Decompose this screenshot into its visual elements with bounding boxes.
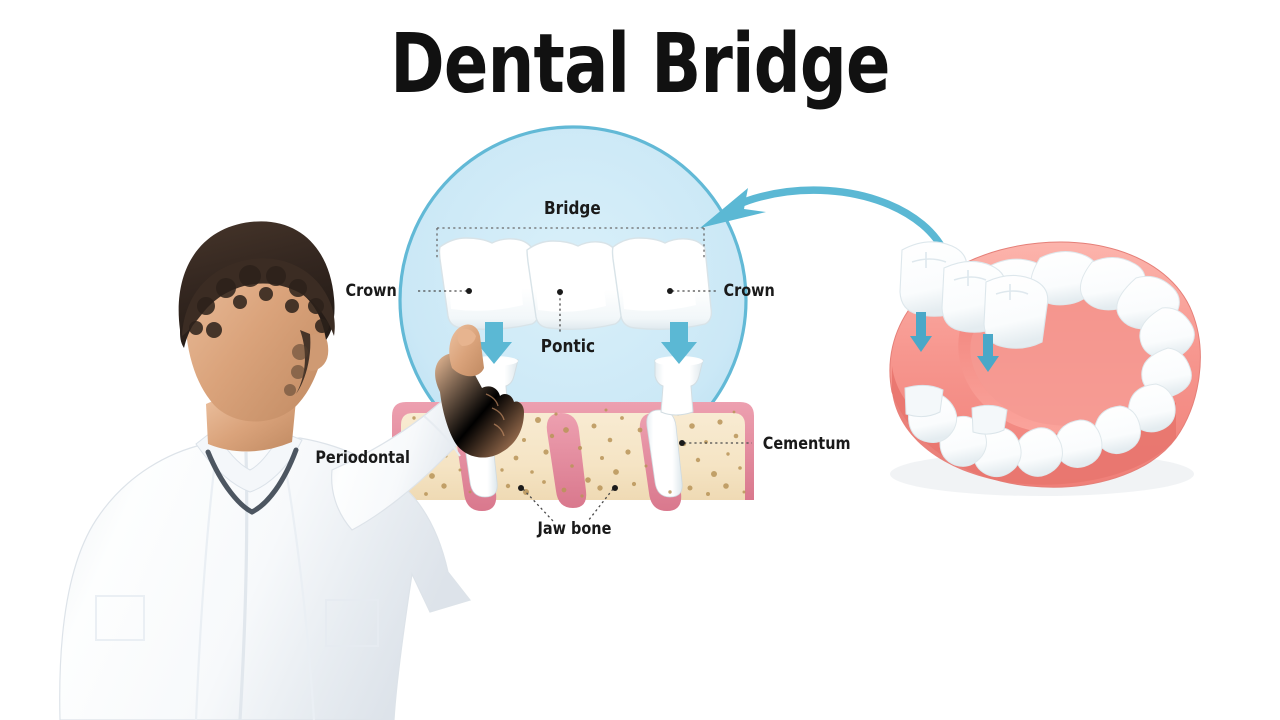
abutment-teeth bbox=[469, 356, 704, 416]
hair bbox=[178, 221, 335, 348]
curved-arrow-icon bbox=[700, 186, 952, 265]
label-pontic: Pontic bbox=[540, 336, 596, 357]
label-crown-left: Crown bbox=[345, 281, 397, 301]
page-title: Dental Bridge bbox=[390, 17, 890, 112]
label-periodontal: Periodontal bbox=[315, 448, 410, 468]
crown-middle-pontic bbox=[526, 240, 623, 331]
label-jaw-bone: Jaw bone bbox=[537, 519, 612, 539]
label-cementum: Cementum bbox=[762, 434, 851, 454]
down-arrow-icon-right bbox=[661, 322, 697, 364]
model-down-arrow-right bbox=[977, 334, 999, 372]
model-abutment-stumps bbox=[904, 384, 1008, 435]
dentist-figure bbox=[59, 221, 524, 720]
lower-jaw-3d-model bbox=[889, 241, 1201, 496]
crown-right bbox=[611, 237, 713, 331]
bridge-bracket bbox=[436, 227, 705, 258]
pointing-hand bbox=[435, 324, 524, 458]
down-arrow-icon-left bbox=[476, 322, 512, 364]
jaw-teeth-rear bbox=[978, 251, 1195, 398]
bridge-crowns bbox=[438, 237, 713, 331]
model-down-arrow-left bbox=[910, 312, 932, 352]
label-crown-right: Crown bbox=[723, 281, 775, 301]
label-bridge: Bridge bbox=[544, 198, 601, 219]
crown-left bbox=[438, 237, 540, 331]
